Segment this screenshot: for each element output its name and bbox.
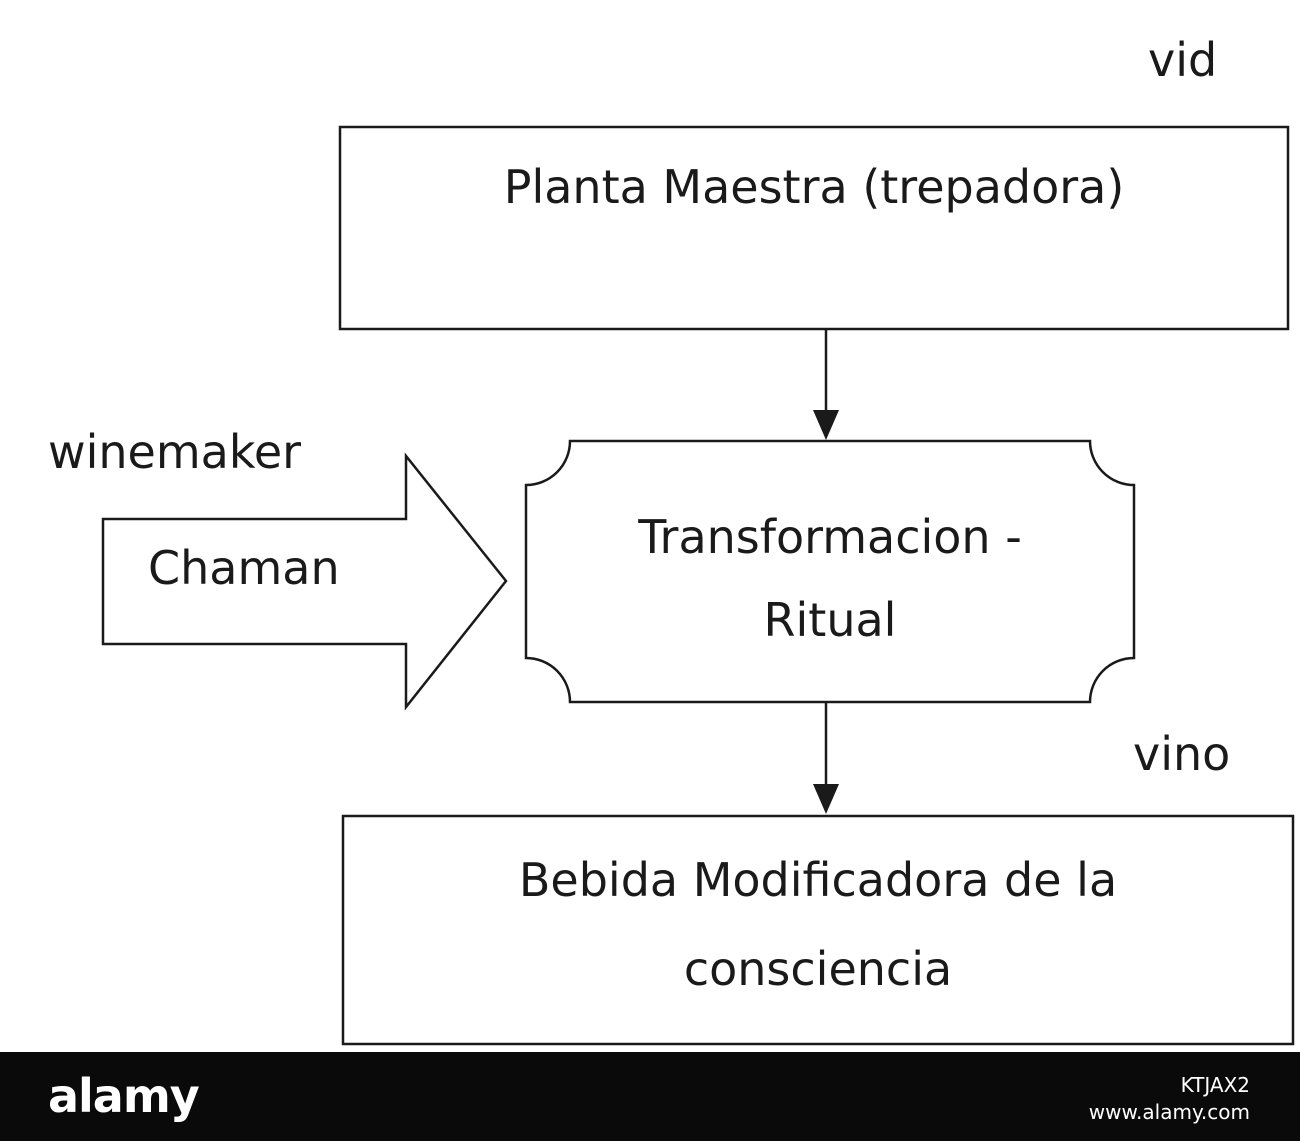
site-url: www.alamy.com bbox=[1088, 1100, 1250, 1124]
node-transformacion-line-2: Ritual bbox=[764, 593, 897, 647]
node-planta-box bbox=[338, 125, 1290, 331]
node-transformacion-box bbox=[524, 439, 1136, 704]
node-bebida-box bbox=[341, 814, 1295, 1046]
alamy-logo: alamy bbox=[48, 1069, 200, 1123]
node-bebida-modificadora: Bebida Modificadora de la consciencia bbox=[341, 814, 1295, 1046]
image-id: KTJAX2 bbox=[1180, 1073, 1250, 1097]
arrowhead bbox=[813, 410, 839, 440]
node-transformacion-line-1: Transformacion - bbox=[637, 510, 1022, 564]
note-vid: vid bbox=[1148, 33, 1217, 87]
flow-diagram: vid winemaker vino Planta Maestra (trepa… bbox=[48, 33, 1295, 1046]
edge-planta-to-transformacion bbox=[813, 329, 839, 440]
node-chaman-label: Chaman bbox=[148, 541, 340, 595]
node-transformacion-ritual: Transformacion - Ritual bbox=[524, 439, 1136, 704]
node-bebida-line-2: consciencia bbox=[684, 942, 952, 996]
note-vino: vino bbox=[1133, 727, 1230, 781]
edge-transformacion-to-bebida bbox=[813, 702, 839, 814]
node-bebida-line-1: Bebida Modificadora de la bbox=[519, 853, 1117, 907]
arrowhead bbox=[813, 784, 839, 814]
diagram-canvas: vid winemaker vino Planta Maestra (trepa… bbox=[48, 33, 1295, 1046]
watermark-footer: alamy KTJAX2 www.alamy.com bbox=[0, 1052, 1300, 1141]
footer-meta: KTJAX2 www.alamy.com bbox=[1089, 1072, 1250, 1126]
node-planta-label: Planta Maestra (trepadora) bbox=[504, 160, 1125, 214]
node-chaman-arrow: Chaman bbox=[101, 452, 508, 711]
node-chaman-shape bbox=[101, 452, 508, 711]
note-winemaker: winemaker bbox=[48, 425, 301, 479]
node-planta-maestra: Planta Maestra (trepadora) bbox=[338, 125, 1290, 331]
